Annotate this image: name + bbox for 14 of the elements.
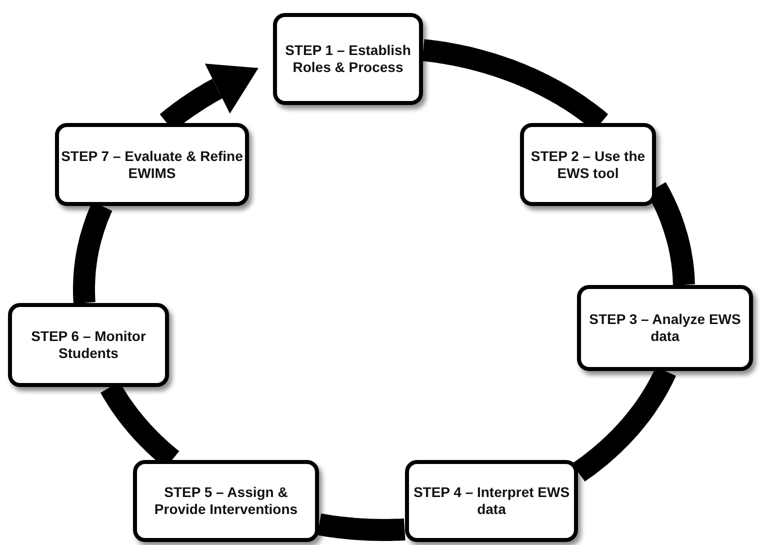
step-box [55,123,249,206]
step-box [8,303,169,387]
step-label: STEP 4 – Interpret EWS data [412,484,571,518]
step-label: STEP 2 – Use the EWS tool [530,148,646,182]
step-label: STEP 1 – Establish Roles & Process [284,42,412,76]
step-label: STEP 6 – Monitor Students [30,328,147,362]
step-label: STEP 7 – Evaluate & Refine EWIMS [60,148,244,182]
step-box [520,123,656,206]
step-box [273,13,423,105]
step-label: STEP 3 – Analyze EWS data [588,311,742,345]
step-box [133,460,319,542]
step-label: STEP 5 – Assign & Provide Interventions [153,484,299,518]
step-box [405,460,578,542]
step-box [577,285,753,371]
